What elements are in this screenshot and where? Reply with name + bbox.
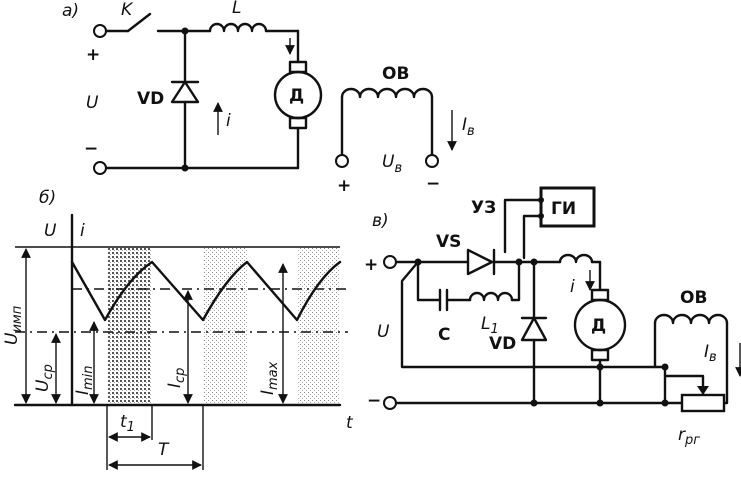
pulse-interval-1 (107, 247, 152, 405)
terminal-plus-c (383, 255, 397, 269)
diode-vd-a (170, 80, 200, 104)
rheostat-rpr (680, 393, 726, 413)
inductor-l (208, 22, 268, 33)
capacitor-label: C (438, 325, 450, 345)
field-plus-a: + (337, 176, 351, 196)
minus-c-label: − (367, 391, 381, 411)
u-axis-label: U (44, 221, 57, 241)
t-axis-label: t (346, 413, 354, 433)
i-axis-label: i (80, 221, 85, 241)
switch-label: K (121, 0, 134, 20)
current-c-label: i (570, 277, 575, 297)
thyristor-vs (466, 248, 496, 276)
thyristor-label: VS (436, 232, 461, 252)
diode-c-label: VD (489, 334, 516, 354)
terminal-minus-a (93, 161, 107, 175)
panel-a-tag: а) (62, 1, 79, 21)
u-avg-label: Uср (33, 364, 56, 392)
field-winding-c (653, 313, 729, 325)
pulse-interval-2 (203, 247, 247, 405)
motor-c-label: Д (591, 316, 606, 336)
field-minus-a: − (426, 174, 440, 194)
panel-b-waveform: б) U i t Uимп Uср Imin Iср Imax t1 (2, 188, 354, 470)
panel-c-circuit: в) ГИ УЗ + VS i Д (364, 186, 741, 448)
terminal-minus-c (383, 396, 397, 410)
inductor-label: L (232, 0, 241, 18)
i-avg-label: Iср (165, 368, 188, 388)
field-winding-a-label: ОВ (382, 64, 409, 84)
plus-c-label: + (364, 255, 378, 275)
diode-vd-c (520, 316, 548, 342)
current-a-label: i (226, 111, 231, 131)
terminal-plus-a (93, 24, 107, 38)
diode-a-label: VD (137, 89, 164, 109)
field-winding-a (340, 87, 434, 99)
field-current-c: Iв (704, 342, 717, 365)
minus-a-label: − (84, 139, 98, 159)
t1-label: t1 (120, 412, 135, 435)
source-a-label: U (86, 93, 99, 113)
source-c-label: U (377, 322, 390, 342)
i-min-label: Imin (73, 365, 96, 395)
panel-a-circuit: а) K L Д VD i + − U (62, 0, 475, 196)
current-waveform (70, 260, 342, 322)
inductor-motor-c (558, 253, 594, 264)
generator-label: ГИ (551, 199, 576, 219)
pulse-generator-box (539, 186, 596, 228)
field-winding-c-label: ОВ (680, 288, 707, 308)
switch-k (126, 12, 152, 33)
panel-b-tag: б) (39, 188, 56, 208)
field-voltage-a: Uв (382, 152, 402, 176)
field-current-a: Iв (462, 115, 475, 139)
inductor-l1-label: L1 (481, 314, 499, 337)
i-max-label: Imax (258, 361, 281, 395)
rheostat-label: rрг (678, 425, 700, 448)
motor-a-label: Д (289, 86, 304, 106)
u-pulse-label: Uимп (2, 305, 25, 345)
panel-c-tag: в) (372, 211, 389, 231)
inductor-l1 (468, 291, 514, 302)
control-label: УЗ (471, 198, 496, 218)
pulse-interval-3 (297, 247, 339, 405)
period-label: T (158, 440, 170, 460)
plus-a-label: + (86, 45, 100, 65)
